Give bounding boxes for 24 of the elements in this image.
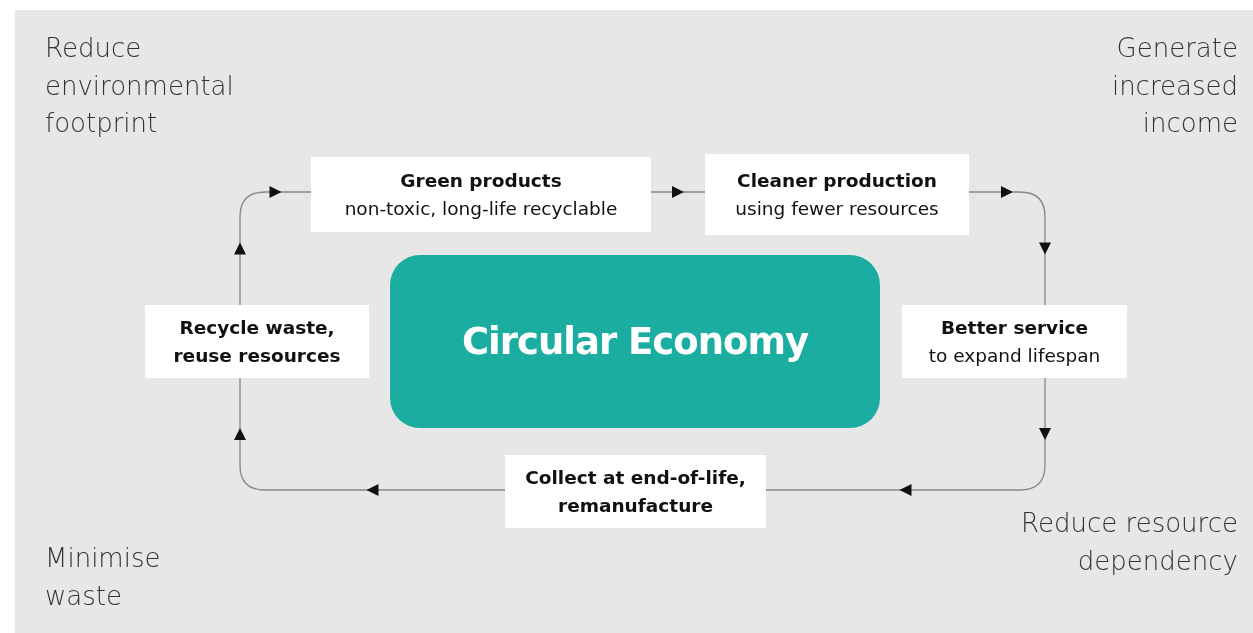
step-heading: Green products [400, 168, 562, 193]
step-box [705, 154, 969, 235]
connector-arrow [650, 186, 706, 198]
step-heading: Better service [940, 315, 1088, 340]
central-box [390, 255, 880, 428]
goal-text: Reduce environmental footprint [45, 32, 235, 141]
connector-arrow [765, 377, 1051, 496]
goal-text: Reduce resource dependency [1020, 507, 1238, 578]
step-description: using fewer resources [735, 196, 939, 221]
step-box [311, 157, 651, 232]
connector-arrow [968, 186, 1051, 306]
step-description: non-toxic, long-life recyclable [344, 196, 618, 221]
step-heading: Recycle waste, reuse resources [172, 315, 342, 368]
connector-arrow [234, 186, 312, 306]
goal-text: Generate increased income [1110, 32, 1238, 141]
connector-arrow [234, 377, 506, 496]
step-heading: Cleaner production [737, 168, 937, 193]
goal-text: Minimise waste [45, 542, 162, 613]
title-text: Circular Economy [461, 318, 809, 365]
step-box [902, 305, 1127, 378]
step-box [145, 305, 369, 378]
step-box [505, 455, 766, 528]
step-description: to expand lifespan [928, 343, 1101, 368]
step-heading: Collect at end-of-life, remanufacture [524, 465, 747, 518]
